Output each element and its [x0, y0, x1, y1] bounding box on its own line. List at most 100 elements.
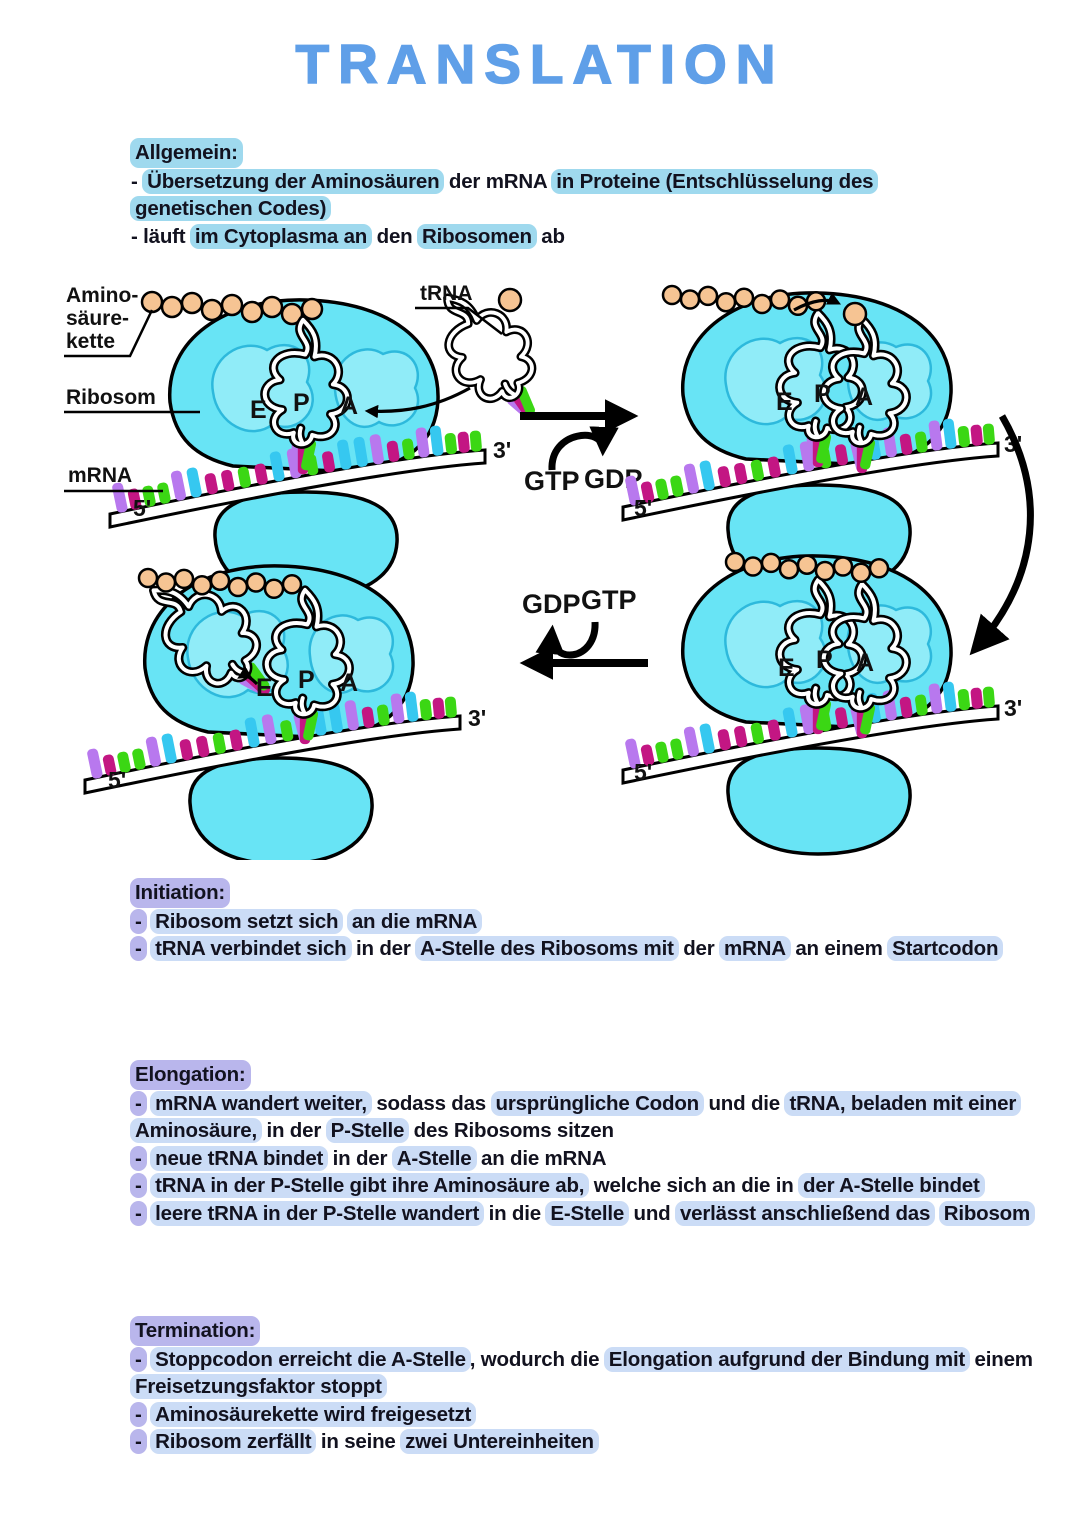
mrna-five-prime: 5' — [108, 767, 126, 793]
highlighted-segment: in Proteine (Entschlüsselung des — [551, 168, 879, 194]
site-label-a: A — [855, 383, 873, 411]
svg-text:säure-: säure- — [66, 307, 129, 330]
highlighted-segment: - — [130, 1090, 147, 1116]
highlighted-segment: an die mRNA — [346, 908, 483, 934]
text-segment: sodass das — [370, 1091, 492, 1115]
text-segment: und die — [702, 1091, 786, 1115]
text-segment: der mRNA — [443, 169, 553, 193]
label-gtp: GTP — [581, 585, 637, 615]
trna-entry-arrow — [364, 386, 471, 419]
text-segment: , wodurch die — [469, 1347, 605, 1371]
highlighted-segment: mRNA wandert weiter, — [150, 1090, 372, 1116]
text-segment: der — [677, 937, 721, 960]
highlighted-segment: Elongation aufgrund der Bindung mit — [603, 1346, 971, 1372]
text-segment: welche sich an die in — [588, 1174, 800, 1197]
highlighted-segment: Ribosomen — [416, 223, 537, 249]
text-segment: des Ribosoms sitzen — [408, 1119, 614, 1142]
highlighted-segment: Übersetzung der Aminosäuren — [142, 168, 445, 194]
mrna-three-prime: 3' — [1004, 695, 1022, 721]
highlighted-segment: - — [130, 1200, 147, 1226]
cycle-arrow — [969, 414, 1034, 656]
highlighted-segment: Aminosäurekette wird freigesetzt — [150, 1401, 477, 1427]
site-label-a: A — [340, 392, 358, 420]
label-gdp: GDP — [522, 589, 581, 619]
highlighted-segment: tRNA in der P-Stelle gibt ihre Aminosäur… — [150, 1173, 590, 1198]
highlighted-segment: - — [130, 1401, 147, 1427]
highlighted-segment: - — [130, 1145, 147, 1171]
text-segment: den — [371, 224, 418, 248]
note-line: - Aminosäurekette wird freigesetzt — [130, 1401, 1071, 1429]
highlighted-segment: leere tRNA in der P-Stelle wandert — [150, 1200, 485, 1226]
highlighted-segment: Aminosäure, — [130, 1118, 262, 1143]
gtp-gdp-arrow-reverse: GDP GTP — [519, 585, 648, 680]
gtp-gdp-arrow-forward: GTP GDP — [520, 399, 643, 496]
section-initiation: Initiation:- Ribosom setzt sich an die m… — [130, 878, 1071, 963]
highlighted-segment: - — [130, 908, 147, 934]
note-line: Freisetzungsfaktor stoppt — [130, 1373, 1071, 1401]
text-segment: einem — [969, 1347, 1033, 1371]
site-label-p: P — [293, 389, 310, 417]
ribosome-panel-translocation: E P A 5' 3' — [83, 558, 486, 860]
note-line: - Ribosom zerfällt in seine zwei Unterei… — [130, 1428, 1071, 1456]
note-line: - läuft im Cytoplasma an den Ribosomen a… — [131, 223, 1071, 251]
highlighted-segment: E-Stelle — [545, 1200, 630, 1226]
note-line: - Ribosom setzt sich an die mRNA — [130, 908, 1071, 936]
highlighted-segment: A-Stelle des Ribosoms mit — [415, 936, 679, 961]
highlighted-segment: Freisetzungsfaktor stoppt — [130, 1374, 387, 1399]
a-site-amino-acid — [842, 301, 868, 327]
amino-chain-leader-line — [64, 309, 154, 358]
label-gtp: GTP — [524, 466, 580, 496]
note-line: - Stoppcodon erreicht die A-Stelle, wodu… — [130, 1346, 1071, 1374]
note-line: - mRNA wandert weiter, sodass das ursprü… — [130, 1090, 1071, 1118]
note-line: - tRNA verbindet sich in der A-Stelle de… — [130, 935, 1071, 963]
highlighted-segment: P-Stelle — [325, 1118, 410, 1143]
site-label-p: P — [814, 380, 831, 408]
text-segment: an die mRNA — [475, 1146, 607, 1170]
title-wrap: TRANSLATION — [0, 30, 1080, 98]
highlighted-segment: - — [130, 936, 147, 961]
section-header: Termination: — [130, 1316, 261, 1346]
label-trna: tRNA — [420, 282, 473, 305]
highlighted-segment: - — [130, 1346, 147, 1372]
section-allgemein: Allgemein:- Übersetzung der Aminosäuren … — [130, 138, 1071, 251]
section-termination: Termination:- Stoppcodon erreicht die A-… — [130, 1316, 1071, 1456]
note-line: - neue tRNA bindet in der A-Stelle an di… — [130, 1145, 1071, 1173]
highlighted-segment: - — [130, 1173, 147, 1198]
text-segment: in der — [350, 937, 417, 960]
highlighted-segment: Ribosom zerfällt — [150, 1429, 317, 1454]
label-ribosom: Ribosom — [66, 386, 156, 409]
text-segment: in der — [260, 1119, 327, 1142]
text-segment: und — [628, 1201, 676, 1225]
highlighted-segment: im Cytoplasma an — [189, 223, 373, 249]
site-label-e: E — [250, 396, 267, 424]
site-label-e: E — [256, 674, 273, 702]
section-header: Elongation: — [130, 1060, 251, 1090]
text-segment: in der — [327, 1146, 393, 1170]
note-line: genetischen Codes) — [130, 195, 1071, 223]
note-line: - leere tRNA in der P-Stelle wandert in … — [130, 1200, 1071, 1228]
trna-leader-line — [415, 306, 503, 335]
text-segment: - — [131, 169, 144, 193]
mrna-five-prime: 5' — [133, 495, 151, 521]
site-label-e: E — [778, 654, 795, 682]
text-segment: in seine — [315, 1430, 402, 1453]
mrna-five-prime: 5' — [634, 495, 652, 521]
peptide-transfer-arrow — [793, 292, 842, 312]
highlighted-segment: ursprüngliche Codon — [490, 1090, 704, 1116]
site-label-a: A — [340, 669, 358, 697]
highlighted-segment: der A-Stelle bindet — [798, 1173, 985, 1198]
mrna-five-prime: 5' — [634, 759, 652, 785]
site-label-p: P — [298, 666, 315, 694]
label-amino-acid-chain: Amino- — [66, 284, 138, 307]
highlighted-segment: verlässt anschließend das — [674, 1200, 936, 1226]
highlighted-segment: Ribosom — [938, 1200, 1036, 1226]
note-line: - Übersetzung der Aminosäuren der mRNA i… — [131, 168, 1071, 196]
site-label-e: E — [776, 388, 793, 416]
trna-exit-arrow — [237, 666, 259, 686]
highlighted-segment: neue tRNA bindet — [150, 1145, 329, 1171]
section-header: Initiation: — [130, 878, 231, 908]
ribosome-panel-elongation-2: E P A 5' 3' — [621, 551, 1022, 856]
highlighted-segment: Stoppcodon erreicht die A-Stelle — [150, 1346, 471, 1372]
highlighted-segment: tRNA, beladen mit einer — [784, 1090, 1022, 1116]
